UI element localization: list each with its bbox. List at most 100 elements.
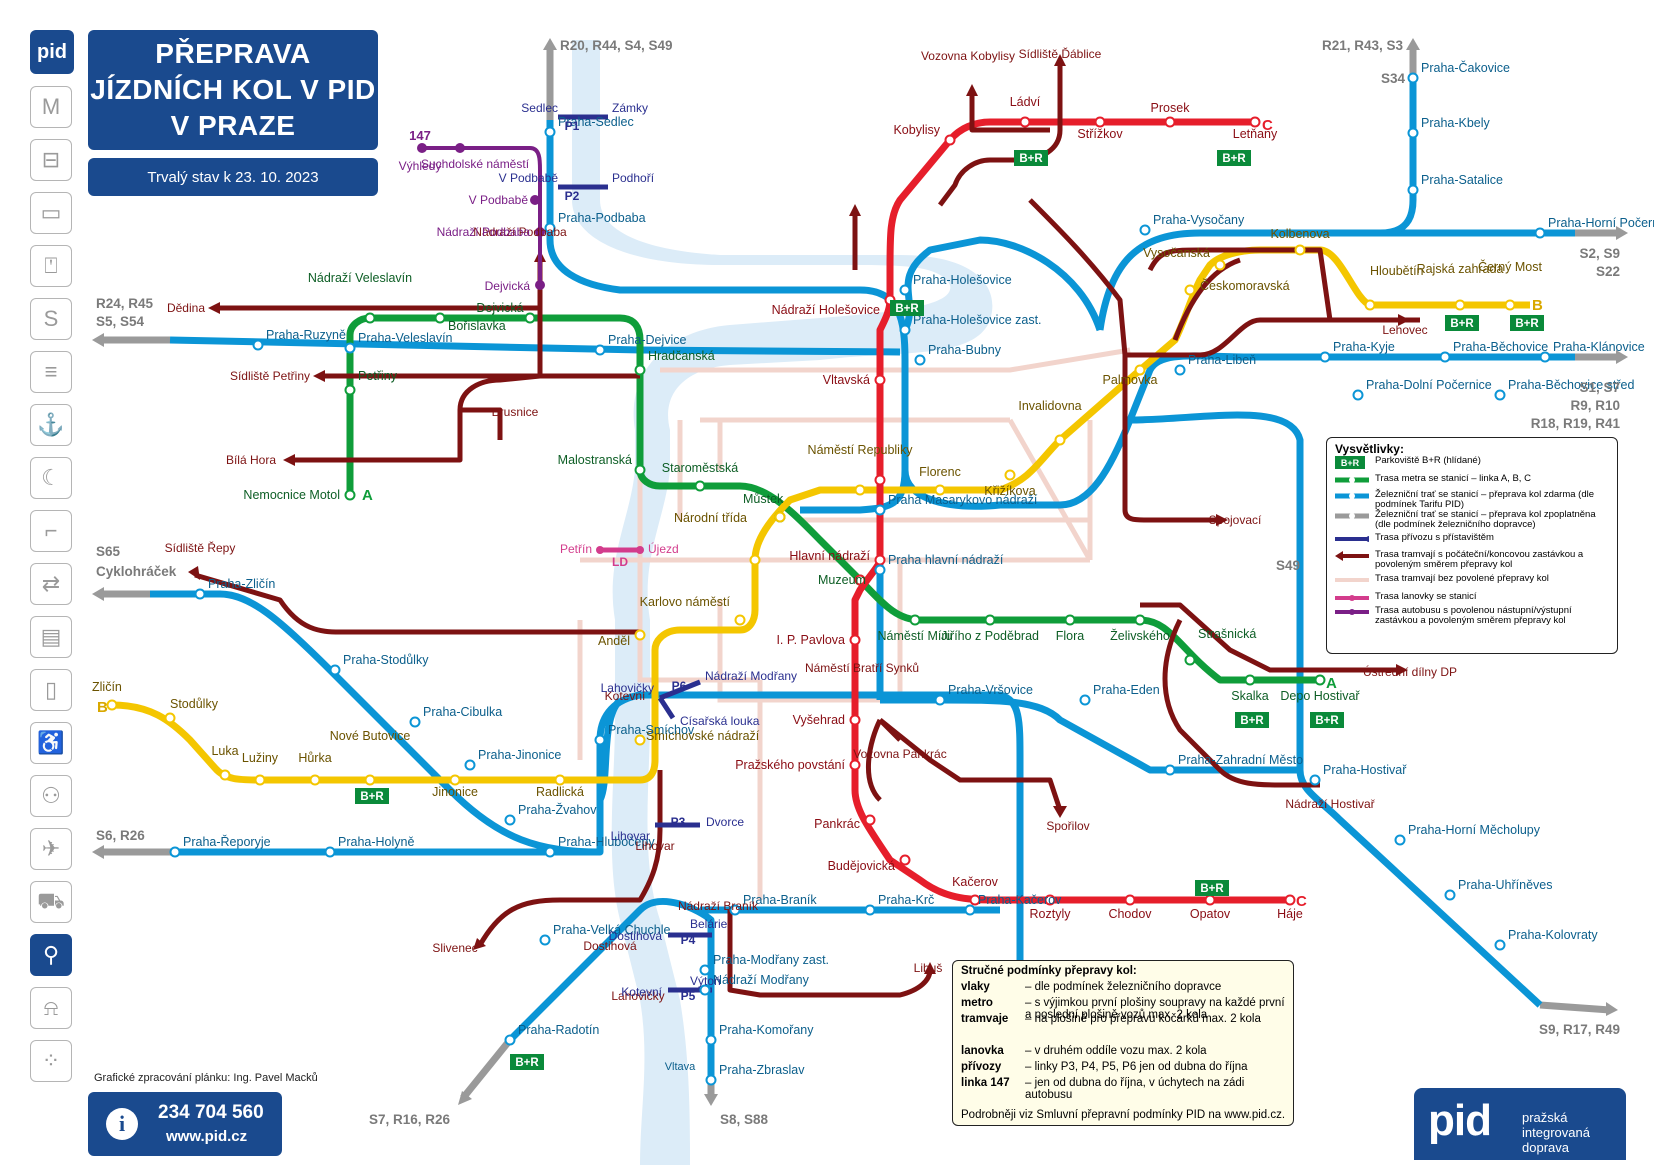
metro-a-station[interactable] (1244, 674, 1256, 686)
metro-b-station[interactable] (749, 554, 761, 566)
rail-label[interactable]: Praha-Holešovice (913, 273, 1012, 287)
bus-line-id[interactable]: 147 (409, 128, 431, 143)
metro-b-label[interactable]: Stodůlky (170, 697, 219, 711)
metro-b-label[interactable]: Národní třída (674, 511, 747, 525)
metro-b-station[interactable] (734, 614, 746, 626)
metro-c-station[interactable] (854, 574, 866, 586)
metro-b-label[interactable]: Jinonice (432, 785, 478, 799)
metro-a-label[interactable]: Nemocnice Motol (243, 488, 340, 502)
rail-label[interactable]: Praha-Smíchov (608, 723, 695, 737)
rail-station[interactable] (194, 588, 206, 600)
metro-a-station[interactable] (984, 614, 996, 626)
metro-a-label[interactable]: Dejvická (476, 301, 523, 315)
ferry-icon[interactable]: ⚓ (30, 404, 72, 446)
metro-b-label[interactable]: Karlovo náměstí (640, 595, 731, 609)
metro-c-label[interactable]: Letňany (1233, 127, 1278, 141)
tram-stop-label[interactable]: Slivenec (432, 941, 477, 955)
walk-icon[interactable]: ⁘ (30, 1040, 72, 1082)
rail-station[interactable] (699, 964, 711, 976)
metro-a-station[interactable] (364, 312, 376, 324)
tram-stop-label[interactable]: Spořilov (1046, 819, 1089, 833)
metro-c-label[interactable]: Budějovická (828, 859, 895, 873)
ferry-pier-label[interactable]: Sedlec (521, 101, 558, 115)
rail-station[interactable] (544, 846, 556, 858)
rail-station[interactable] (1407, 184, 1419, 196)
metro-c-station[interactable] (1094, 116, 1106, 128)
metro-b-label[interactable]: Hůrka (298, 751, 331, 765)
ferry-pier-label[interactable]: Zámky (612, 101, 648, 115)
train-icon[interactable]: S (30, 298, 72, 340)
destination-label[interactable]: S34 (1381, 71, 1406, 86)
tram-stop-label[interactable]: Lehovec (1382, 323, 1427, 337)
metro-b-station[interactable] (634, 734, 646, 746)
metro-a-station[interactable] (1314, 674, 1326, 686)
rail-station[interactable] (1407, 72, 1419, 84)
metro-b-station[interactable] (1454, 299, 1466, 311)
metro-a-station[interactable] (1184, 654, 1196, 666)
rail-station[interactable] (964, 904, 976, 916)
rail-station[interactable] (329, 664, 341, 676)
rail-station[interactable] (1164, 764, 1176, 776)
metro-b-label[interactable]: Zličín (92, 680, 122, 694)
ferry-pier-label[interactable]: Kotevní (621, 985, 662, 999)
rail-station[interactable] (1174, 364, 1186, 376)
ferry-pier-label[interactable]: Lahovičky (601, 681, 654, 695)
rail-label[interactable]: Praha-Jinonice (478, 748, 561, 762)
park-ride-label[interactable]: B+R (1019, 153, 1043, 165)
destination-label[interactable]: S65 (96, 544, 121, 559)
metro-b-station[interactable] (1134, 364, 1146, 376)
rail-station[interactable] (1309, 774, 1321, 786)
rail-label[interactable]: Praha-Žvahov (518, 802, 597, 817)
ferry-pier-label[interactable]: Dvorce (706, 815, 744, 829)
tram-stop-label[interactable]: Sídliště Ďáblice (1019, 46, 1102, 61)
metro-b-label[interactable]: Vysočanská (1143, 246, 1210, 260)
rail-label[interactable]: Praha-Holyně (338, 835, 414, 849)
metro-b-station[interactable] (1214, 259, 1226, 271)
rail-label[interactable]: Praha-Uhříněves (1458, 878, 1553, 892)
metro-a-station[interactable] (1134, 614, 1146, 626)
ferry-id[interactable]: P5 (681, 989, 696, 1003)
tram-stop-label[interactable]: Spojovací (1209, 513, 1262, 527)
family-icon[interactable]: ⚇ (30, 775, 72, 817)
metro-b-label[interactable]: Luka (211, 744, 238, 758)
rail-label[interactable]: Praha-Čakovice (1421, 60, 1510, 75)
metro-b-label[interactable]: Černý Most (1478, 259, 1542, 274)
tram-icon[interactable]: ⊟ (30, 139, 72, 181)
destination-label[interactable]: S6, R26 (96, 828, 145, 843)
metro-c-label[interactable]: Pankrác (814, 817, 860, 831)
metro-c-station[interactable] (1249, 116, 1261, 128)
destination-label[interactable]: R9, R10 (1570, 398, 1620, 413)
rail-label[interactable]: Praha-Cibulka (423, 705, 502, 719)
pid-logo[interactable]: pid (30, 30, 74, 74)
metro-c-label[interactable]: Střížkov (1077, 127, 1123, 141)
destination-label[interactable]: S7, R16, R26 (369, 1112, 451, 1127)
ferry-pier-label[interactable]: Nádraží Modřany (705, 669, 797, 683)
bus-stop-label[interactable]: Suchdolské náměstí (421, 157, 530, 171)
metro-b-label[interactable]: Palmovka (1103, 373, 1158, 387)
metro-c-station[interactable] (849, 714, 861, 726)
rail-station[interactable] (409, 716, 421, 728)
ticket-icon[interactable]: ⇄ (30, 563, 72, 605)
rail-station[interactable] (705, 1034, 717, 1046)
metro-b-label[interactable]: Anděl (598, 634, 630, 648)
metro-a-station[interactable] (344, 384, 356, 396)
ferry-pier-label[interactable]: Podhoří (612, 171, 655, 185)
metro-a-label[interactable]: Malostranská (558, 453, 632, 467)
rail-label[interactable]: Praha-Braník (743, 893, 817, 907)
rail-station[interactable] (899, 324, 911, 336)
rail-station[interactable] (504, 1034, 516, 1046)
metro-c-station[interactable] (944, 134, 956, 146)
destination-label[interactable]: R18, R19, R41 (1531, 416, 1621, 431)
bus-icon[interactable]: ▭ (30, 192, 72, 234)
metro-c-station[interactable] (1204, 894, 1216, 906)
rail-label[interactable]: Praha-Běchovice střed (1508, 378, 1635, 392)
metro-b-station[interactable] (774, 511, 786, 523)
metro-c-station[interactable] (849, 759, 861, 771)
rail-label[interactable]: Praha-Satalice (1421, 173, 1503, 187)
metro-b-station[interactable] (554, 774, 566, 786)
destination-label[interactable]: S8, S88 (720, 1112, 769, 1127)
airplane-icon[interactable]: ✈ (30, 828, 72, 870)
metro-a-label[interactable]: Můstek (743, 492, 784, 506)
rail-station[interactable] (504, 814, 516, 826)
rail-station[interactable] (899, 284, 911, 296)
